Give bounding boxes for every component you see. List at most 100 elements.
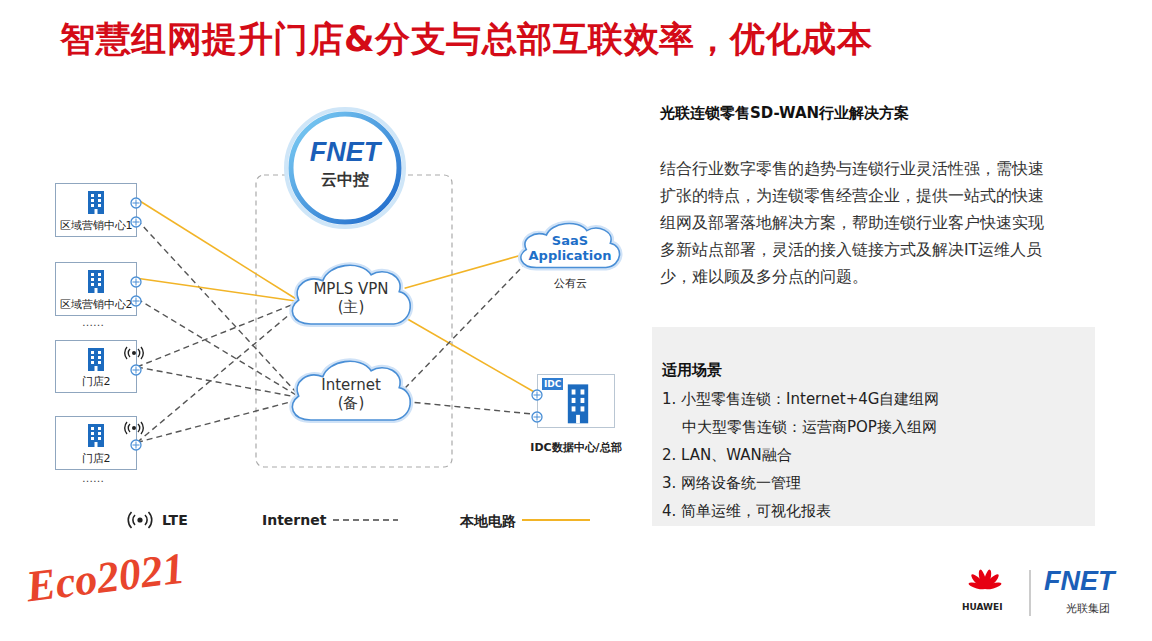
building-wrap bbox=[85, 189, 107, 215]
local-circuit-legend-line bbox=[522, 519, 590, 521]
diagram-title: 智慧组网提升门店&分支与总部互联效率，优化成本 bbox=[60, 16, 872, 63]
brand-mark: FNET bbox=[1044, 566, 1115, 597]
ellipsis: …… bbox=[82, 316, 104, 329]
site-node: 区域营销中心1 bbox=[55, 183, 137, 237]
building-icon bbox=[564, 381, 592, 425]
local-circuit-line bbox=[405, 255, 522, 288]
controller-ring-wrap bbox=[283, 106, 407, 230]
internet-line bbox=[137, 299, 297, 396]
port-wrap bbox=[531, 386, 543, 398]
legend-label: LTE bbox=[162, 512, 188, 528]
panel-node: 适用场景1. 小型零售连锁：Internet+4G自建组网中大型零售连锁：运营商… bbox=[652, 327, 1095, 526]
building-wrap bbox=[85, 346, 107, 372]
saas-caption-holder: 公有云 bbox=[514, 276, 626, 291]
saas-label: SaaS Application bbox=[527, 233, 613, 263]
brand-text: HUAWEI bbox=[962, 602, 1003, 612]
idc-tag: IDC bbox=[542, 378, 563, 390]
legend-item: Internet bbox=[262, 510, 326, 529]
legend-item: 本地电路 bbox=[460, 511, 516, 531]
ellipsis: …… bbox=[82, 472, 104, 485]
saas-node: SaaS Application 公有云 bbox=[514, 218, 626, 292]
building-icon bbox=[85, 189, 107, 215]
internet-line bbox=[137, 367, 297, 397]
controller-label: 云中控 bbox=[283, 168, 407, 192]
internet-line bbox=[405, 402, 535, 415]
lte-wrap bbox=[124, 420, 144, 434]
scenario-item: 中大型零售连锁：运营商POP接入组网 bbox=[662, 413, 1083, 441]
internet-line bbox=[137, 400, 297, 442]
legend-label: 本地电路 bbox=[460, 513, 516, 531]
internet-line bbox=[137, 303, 297, 367]
lte-wrap bbox=[124, 345, 144, 359]
building-wrap bbox=[85, 268, 107, 294]
lte-legend-icon bbox=[128, 512, 151, 528]
saas-text-holder: SaaS Application bbox=[514, 233, 626, 263]
site-node: 门店2 bbox=[55, 416, 137, 470]
scenario-item: 2. LAN、WAN融合 bbox=[662, 441, 1083, 469]
cloud-text-holder: MPLS VPN (主) bbox=[284, 280, 418, 316]
site-label: 门店2 bbox=[82, 451, 111, 466]
port-wrap bbox=[130, 436, 142, 448]
internet-line bbox=[137, 220, 297, 394]
port-symbol bbox=[130, 439, 142, 451]
cloud-caption: 公有云 bbox=[514, 276, 626, 291]
site-label: 区域营销中心1 bbox=[60, 218, 133, 233]
legend-label: Internet bbox=[262, 512, 326, 528]
logo-divider bbox=[1030, 570, 1031, 616]
title-box: 智慧组网提升门店&分支与总部互联效率，优化成本 bbox=[60, 16, 872, 63]
cloud-text-holder: Internet (备) bbox=[284, 376, 418, 412]
idc-caption: IDC数据中心/总部 bbox=[530, 440, 621, 455]
scenario-item: 1. 小型零售连锁：Internet+4G自建组网 bbox=[662, 385, 1083, 413]
site-label-holder: 区域营销中心2 bbox=[56, 293, 136, 312]
panel-heading: 适用场景 bbox=[662, 357, 1083, 383]
site-label: 区域营销中心2 bbox=[60, 297, 133, 312]
internet-legend-line bbox=[333, 519, 398, 521]
idc-caption-holder: IDC数据中心/总部 bbox=[518, 436, 634, 455]
port-symbol bbox=[130, 295, 142, 307]
site-node: 区域营销中心2 bbox=[55, 262, 137, 316]
internet-line bbox=[137, 306, 300, 443]
controller-text: FNET云中控 bbox=[283, 136, 407, 192]
port-wrap bbox=[130, 194, 142, 206]
building-wrap bbox=[564, 381, 592, 425]
site-label-holder: 门店2 bbox=[56, 447, 136, 466]
cloud-node: Internet (备) bbox=[284, 354, 418, 426]
lte-icon bbox=[124, 421, 144, 435]
port-symbol bbox=[130, 364, 142, 376]
port-wrap bbox=[130, 213, 142, 225]
port-symbol bbox=[531, 389, 543, 401]
cloud-node: MPLS VPN (主) bbox=[284, 258, 418, 330]
scenario-item: 3. 网络设备统一管理 bbox=[662, 469, 1083, 497]
idc-node: IDC IDC数据中心/总部 bbox=[518, 374, 634, 456]
cloud-label: Internet (备) bbox=[308, 376, 394, 412]
brand-text: 光联集团 bbox=[1066, 601, 1110, 616]
local-circuit-line bbox=[137, 199, 297, 300]
panel-heading: 光联连锁零售SD-WAN行业解决方案 bbox=[660, 104, 909, 123]
local-circuit-line bbox=[399, 314, 534, 392]
port-wrap bbox=[531, 408, 543, 420]
scenario-item: 4. 简单运维，可视化报表 bbox=[662, 497, 1083, 525]
port-symbol bbox=[130, 216, 142, 228]
building-wrap bbox=[85, 422, 107, 448]
port-symbol bbox=[130, 197, 142, 209]
port-symbol bbox=[130, 276, 142, 288]
event-logo: Eco2021 bbox=[23, 543, 187, 613]
site-label: 门店2 bbox=[82, 374, 111, 389]
brand-mark: FNET bbox=[283, 136, 407, 168]
ctrl-node: FNET云中控 bbox=[283, 106, 407, 230]
idc-icon-box: IDC bbox=[537, 374, 615, 428]
cloud-label: MPLS VPN (主) bbox=[308, 280, 394, 316]
local-circuit-line bbox=[137, 278, 297, 301]
internet-line bbox=[405, 264, 526, 389]
port-symbol bbox=[531, 411, 543, 423]
huawei-logo bbox=[968, 569, 1002, 591]
lte-icon bbox=[124, 346, 144, 360]
controller-circle bbox=[283, 106, 407, 230]
building-icon bbox=[85, 422, 107, 448]
legend-item: LTE bbox=[162, 510, 188, 529]
port-wrap bbox=[130, 361, 142, 373]
port-wrap bbox=[130, 273, 142, 285]
building-icon bbox=[85, 346, 107, 372]
building-icon bbox=[85, 268, 107, 294]
